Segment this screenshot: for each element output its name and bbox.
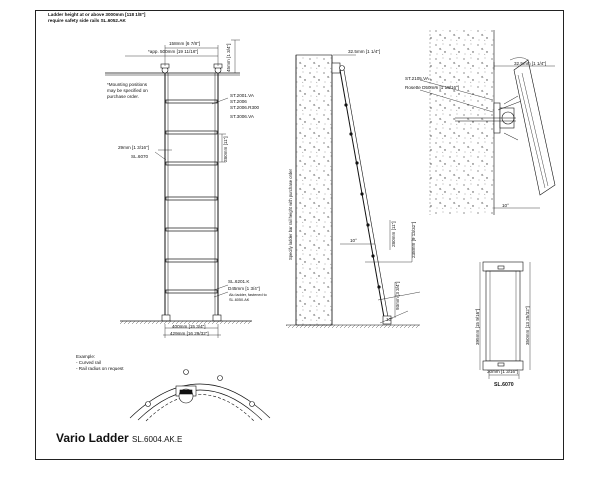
angle-10-detail: 10° (502, 203, 509, 208)
dim-395: 395mm [15 9/16"] (475, 308, 480, 345)
part-st2006r300: ST.2006.R300 (230, 105, 260, 110)
dim-45: 45mm [1 3/4"] (226, 43, 231, 72)
dim-29: 29mm [1 3/16"] (118, 145, 149, 150)
safety-note-1: Alu ladder, fastened to (229, 293, 267, 297)
drawing-title: Vario Ladder SL.6004.AK.E (56, 432, 182, 444)
mount-note-3: purchase order. (107, 94, 139, 99)
part-d45: D45mm [1 3/4"] (228, 286, 260, 291)
example-line-2: - Rail radius on request (76, 366, 124, 371)
dim-280: 280mm [11"] (223, 136, 228, 162)
part-st2105: ST.2105.VA (405, 76, 429, 81)
sl6070-part (479, 261, 531, 379)
dim-158: 158mm [6 7/8"] (169, 41, 200, 46)
dim-429: 429mm [16 29/32"] (170, 331, 209, 336)
dim-238: 238mm [9 13/32"] (411, 221, 416, 258)
mount-note-1: *Mounting positions (107, 82, 148, 87)
top-note-line-1: Ladder height at or above 3000mm [118 1/… (48, 12, 146, 17)
title-text: Vario Ladder (56, 431, 129, 445)
part-sl6201: SL.6201.K (228, 279, 250, 284)
sl6070-label: SL.6070 (494, 382, 514, 388)
top-note-line-2: require safety side rails SL.6052.AK (48, 18, 126, 23)
dim-400: 400mm [15 3/4"] (172, 324, 206, 329)
dim-280-side: 280mm [11"] (391, 221, 396, 247)
dim-32-detail: 32.5mm [1 1/4"] (514, 61, 547, 66)
detail-view-wall-bracket (419, 30, 556, 215)
rosette-label: Rosette D50mm [1 15/16"] (405, 85, 459, 90)
title-code: SL.6004.AK.E (132, 435, 183, 444)
part-st2001: ST.2001.VA (230, 93, 254, 98)
part-st2006: ST.2006 (230, 99, 247, 104)
front-view-ladder (105, 39, 252, 338)
example-line-1: - Curved rail (76, 360, 102, 365)
mount-note-2: may be specified on (107, 88, 148, 93)
dim-350: 350mm [13 25/32"] (525, 306, 530, 345)
part-sl6070: SL.6070 (131, 154, 149, 159)
angle-10-foot: 10° (386, 317, 393, 322)
angle-10-side: 10° (350, 238, 357, 243)
dim-32-side: 32.5mm [1 1/4"] (348, 49, 381, 54)
safety-note-2: SL.6050.AK (229, 298, 250, 302)
example-title: Example: (76, 354, 96, 359)
dim-500: *app. 500mm [19 11/16"] (148, 49, 199, 54)
part-st3006: ST.3006.VA (230, 114, 254, 119)
plan-view-curved-rail (129, 369, 271, 422)
dim-30: 30mm [1 3/16"] (487, 369, 518, 374)
height-note: Specify ladder bar rail height with purc… (288, 168, 293, 260)
dim-93: 93mm [3 3/4"] (395, 281, 400, 310)
side-view-wall (286, 54, 421, 328)
